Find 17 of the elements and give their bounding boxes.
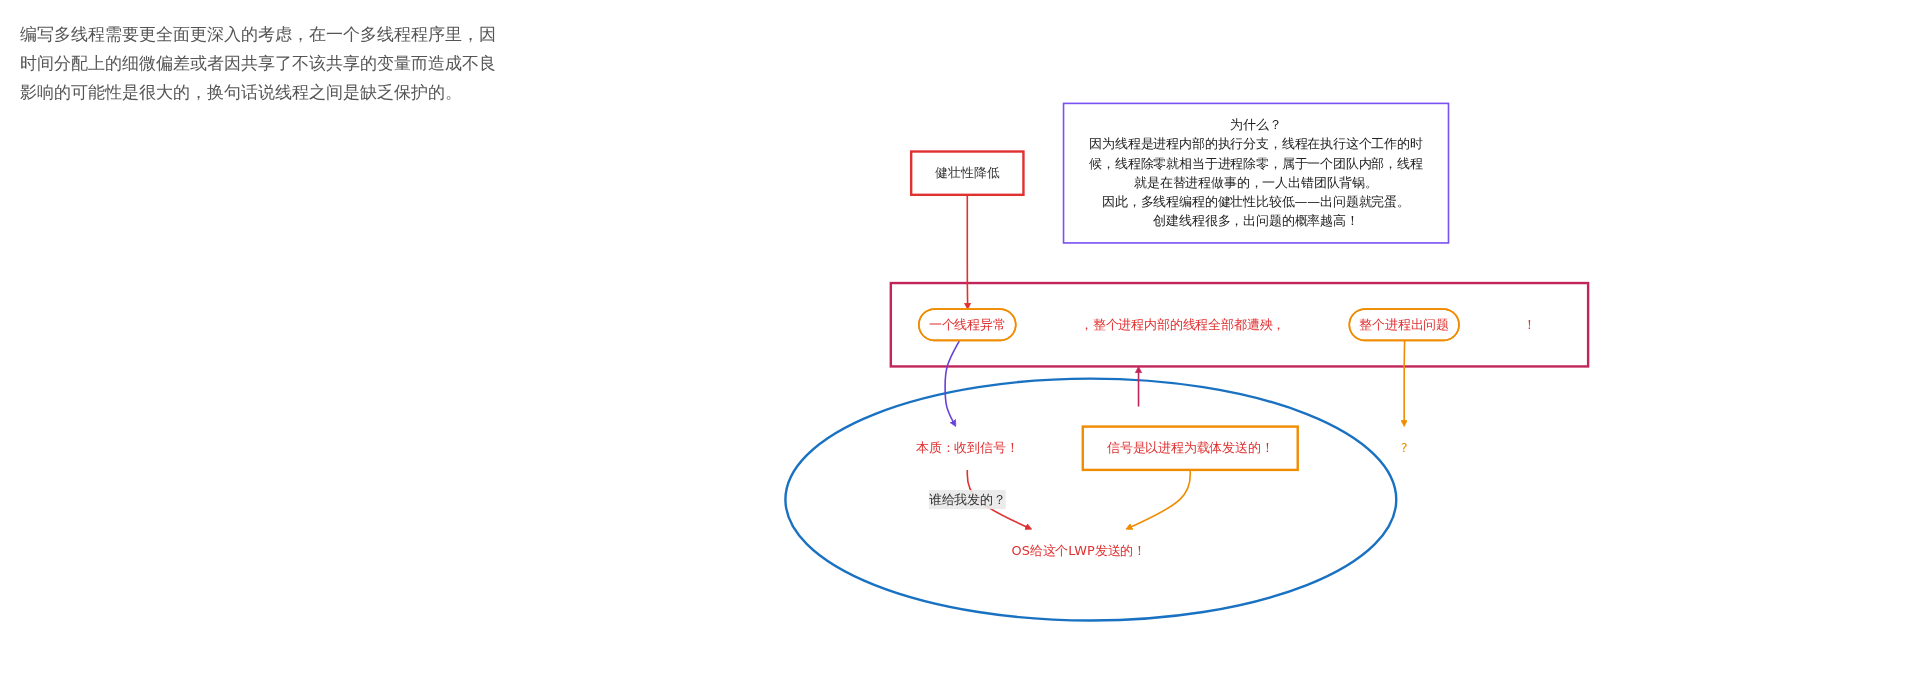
node-box: 为什么？ 因为线程是进程内部的执行分支，线程在执行这个工作的时候，线程除零就相当于进程除零，属于一个团队内部，线程就是在替进程做事的，一人出错团队背锅。 因此，多线程编程的健壮性比较低——出问题就完蛋。 创建线程很多，出问题的概率越高！ bbox=[1062, 102, 1450, 244]
arrow bbox=[1400, 339, 1408, 427]
node-text: OS给这个LWP发送的！ bbox=[1011, 542, 1147, 559]
node-box: 信号是以进程为载体发送的！ bbox=[1081, 425, 1299, 472]
node-text: ，整个进程内部的线程全部都遭殃， bbox=[1079, 316, 1286, 332]
arrow bbox=[964, 194, 972, 310]
node-text: 本质：收到信号！ bbox=[915, 440, 1019, 456]
node-box: 健壮性降低 bbox=[909, 150, 1025, 197]
node-text: ！ bbox=[1523, 316, 1536, 332]
arrow bbox=[1125, 469, 1192, 530]
cluster bbox=[784, 377, 1398, 622]
arrow bbox=[944, 339, 961, 427]
note-text: 编写多线程需要更全面更深入的考虑，在一个多线程程序里，因时间分配上的细微偏差或者因共享了不该共享的变量而造成不良影响的可能性是很大的，换句话说线程之间是缺乏保护的。 bbox=[20, 23, 497, 104]
edge-label: 谁给我发的？ bbox=[928, 491, 1006, 507]
cluster bbox=[889, 281, 1590, 368]
node-text: ? bbox=[1400, 440, 1408, 456]
arrow bbox=[1135, 366, 1143, 408]
